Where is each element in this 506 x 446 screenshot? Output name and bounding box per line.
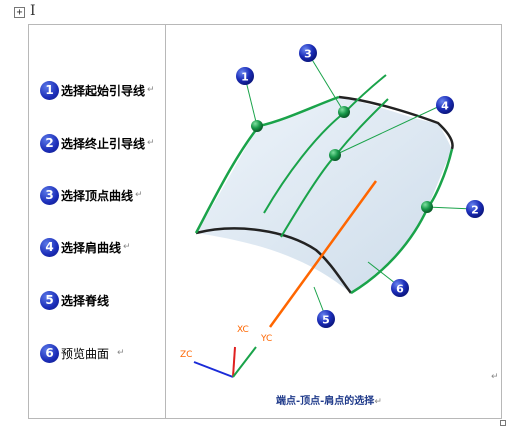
step-2-label: 选择终止引导线	[61, 136, 146, 151]
step-4-badge: 4	[40, 237, 59, 257]
document-table	[28, 24, 502, 419]
svg-text:1: 1	[241, 71, 249, 84]
svg-text:5: 5	[322, 314, 330, 327]
callout-4: 4	[436, 96, 454, 114]
leader-line-3	[307, 52, 345, 113]
zc-axis	[193, 361, 234, 378]
apex-curve	[263, 74, 387, 214]
step-2-badge: 2	[40, 133, 59, 153]
table-column-divider	[165, 24, 166, 419]
paragraph-mark: ↵	[123, 242, 131, 252]
svg-text:6: 6	[396, 283, 404, 296]
step-2: 2 选择终止引导线 ↵	[40, 132, 155, 154]
coordinate-axes: XC YC ZC	[180, 325, 272, 378]
callout-1: 1	[236, 67, 254, 85]
step-1: 1 选择起始引导线 ↵	[40, 79, 155, 101]
step-6: 6 预览曲面 ↵	[40, 342, 125, 364]
svg-text:3: 3	[304, 48, 312, 61]
end-point-marker	[421, 201, 433, 213]
paragraph-mark: ↵	[147, 138, 155, 148]
callout-2: 2	[466, 200, 484, 218]
paragraph-mark: ↵	[147, 85, 155, 95]
step-4-label: 选择肩曲线	[61, 240, 122, 255]
leader-line-1	[244, 76, 258, 127]
yc-label: YC	[260, 334, 272, 344]
callout-3: 3	[299, 44, 317, 62]
surface-diagram: 1 2 3 4 5 6 XC YC ZC	[180, 44, 484, 378]
step-3-badge: 3	[40, 185, 59, 205]
paragraph-mark: ↵	[117, 348, 125, 358]
step-1-badge: 1	[40, 80, 59, 100]
blended-surface	[196, 97, 453, 293]
step-5-badge: 5	[40, 290, 59, 310]
step-4: 4 选择肩曲线 ↵	[40, 236, 131, 258]
spine-line	[268, 180, 378, 328]
callout-5: 5	[317, 310, 335, 328]
step-6-label: 预览曲面	[61, 346, 110, 361]
step-3-label: 选择顶点曲线	[61, 188, 134, 203]
step-5: 5 选择脊线	[40, 289, 109, 311]
text-cursor-icon: I	[30, 3, 36, 19]
figure-caption: 端点-顶点-肩点的选择↵	[276, 392, 382, 407]
zc-label: ZC	[180, 350, 192, 360]
callout-6: 6	[391, 279, 409, 297]
shoulder-point-marker	[329, 149, 341, 161]
step-1-label: 选择起始引导线	[61, 83, 146, 98]
surface-edge-right	[338, 95, 454, 150]
leader-line-4	[334, 104, 443, 156]
xc-label: XC	[237, 325, 249, 335]
step-6-badge: 6	[40, 343, 59, 363]
svg-text:4: 4	[441, 100, 449, 113]
paragraph-mark: ↵	[491, 372, 499, 382]
step-3: 3 选择顶点曲线 ↵	[40, 184, 143, 206]
apex-point-marker	[338, 106, 350, 118]
step-5-label: 选择脊线	[61, 293, 110, 308]
svg-text:2: 2	[471, 204, 479, 217]
leader-line-2	[426, 206, 474, 210]
yc-axis	[232, 346, 257, 378]
table-move-handle-icon[interactable]: +	[14, 7, 25, 18]
caption-text: 端点-顶点-肩点的选择	[276, 396, 375, 407]
paragraph-mark: ↵	[374, 397, 382, 407]
surface-edge-left	[195, 227, 352, 294]
xc-axis	[232, 346, 236, 378]
start-point-marker	[251, 120, 263, 132]
paragraph-mark: ↵	[135, 190, 143, 200]
table-resize-handle-icon[interactable]	[500, 420, 506, 426]
